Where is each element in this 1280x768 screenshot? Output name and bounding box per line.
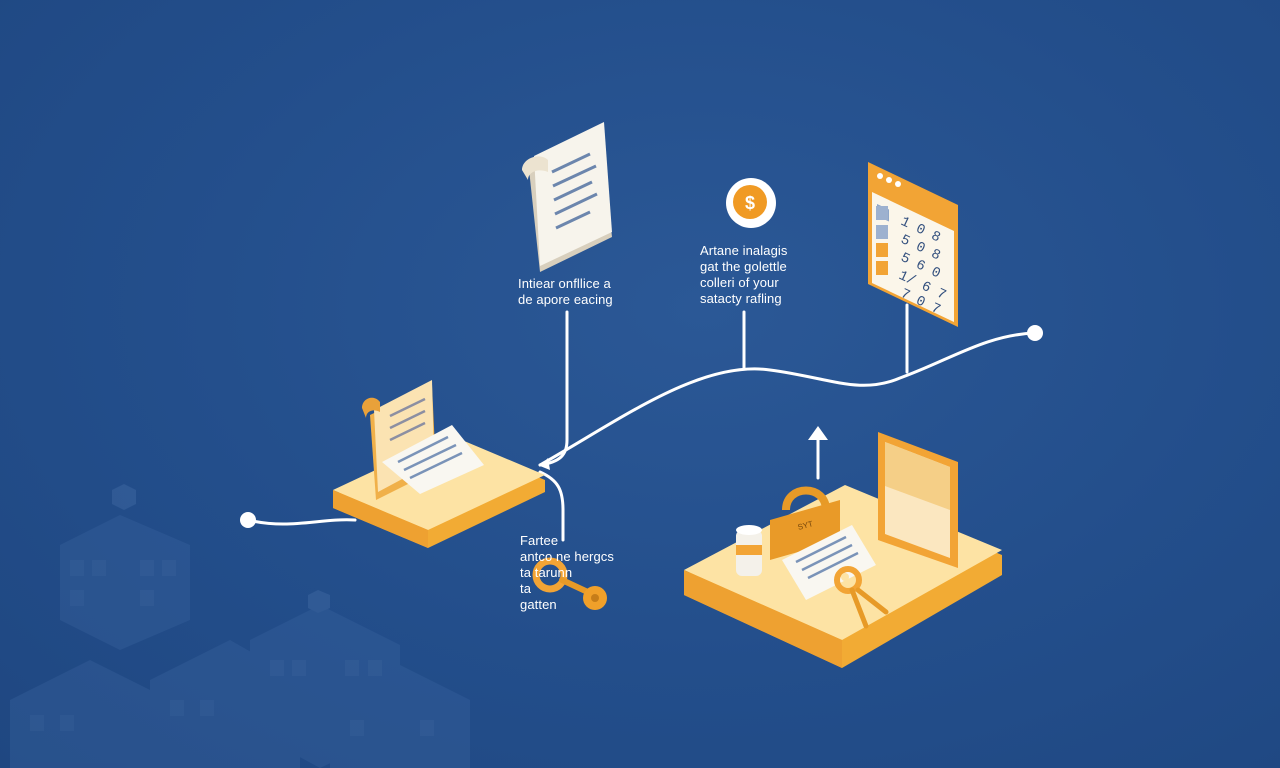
caption-line: ta bbox=[520, 581, 532, 596]
connector-keys bbox=[538, 470, 565, 542]
coin-icon: $ bbox=[726, 178, 776, 228]
flow-line-main bbox=[538, 331, 1037, 467]
security-platform: SYT bbox=[684, 432, 1002, 668]
caption-keys: Fartee antco ne hergcs ta tarunn ta gatt… bbox=[520, 533, 614, 613]
caption-line: colleri of your bbox=[700, 275, 779, 290]
caption-line: satacty rafling bbox=[700, 291, 782, 306]
key-icon bbox=[532, 557, 607, 610]
tablet-icon bbox=[878, 432, 958, 568]
document-icon bbox=[522, 122, 612, 272]
caption-line: Intiear onfllice a bbox=[518, 276, 611, 291]
flow-endpoint-right bbox=[1027, 325, 1043, 341]
caption-line: ta tarunn bbox=[520, 565, 573, 580]
padlock-tag: SYT bbox=[797, 519, 814, 532]
ledger-window-icon: 1 0 8 5 0 8 5 6 0 1/ 6 7 7 0 7 bbox=[868, 162, 958, 327]
upload-arrow-icon bbox=[808, 426, 828, 440]
caption-line: gat the golettle bbox=[700, 259, 787, 274]
caption-line: antco ne hergcs bbox=[520, 549, 615, 564]
caption-line: Artane inalagis bbox=[700, 243, 788, 258]
caption-line: Fartee bbox=[520, 533, 559, 548]
document-platform bbox=[333, 380, 545, 548]
connector-doc bbox=[538, 310, 569, 467]
caption-line: de apore eacing bbox=[518, 292, 613, 307]
caption-money: Artane inalagis gat the golettle colleri… bbox=[700, 243, 788, 307]
flow-endpoint-left bbox=[240, 512, 256, 528]
coin-symbol: $ bbox=[745, 193, 755, 213]
flow-merge-arrow bbox=[540, 458, 550, 470]
caption-line: gatten bbox=[520, 597, 557, 612]
caption-document: Intiear onfllice a de apore eacing bbox=[518, 276, 613, 308]
key-icon bbox=[834, 566, 889, 629]
flow-line-left bbox=[246, 518, 357, 526]
jar-icon bbox=[736, 525, 762, 576]
background-buildings bbox=[10, 484, 470, 768]
